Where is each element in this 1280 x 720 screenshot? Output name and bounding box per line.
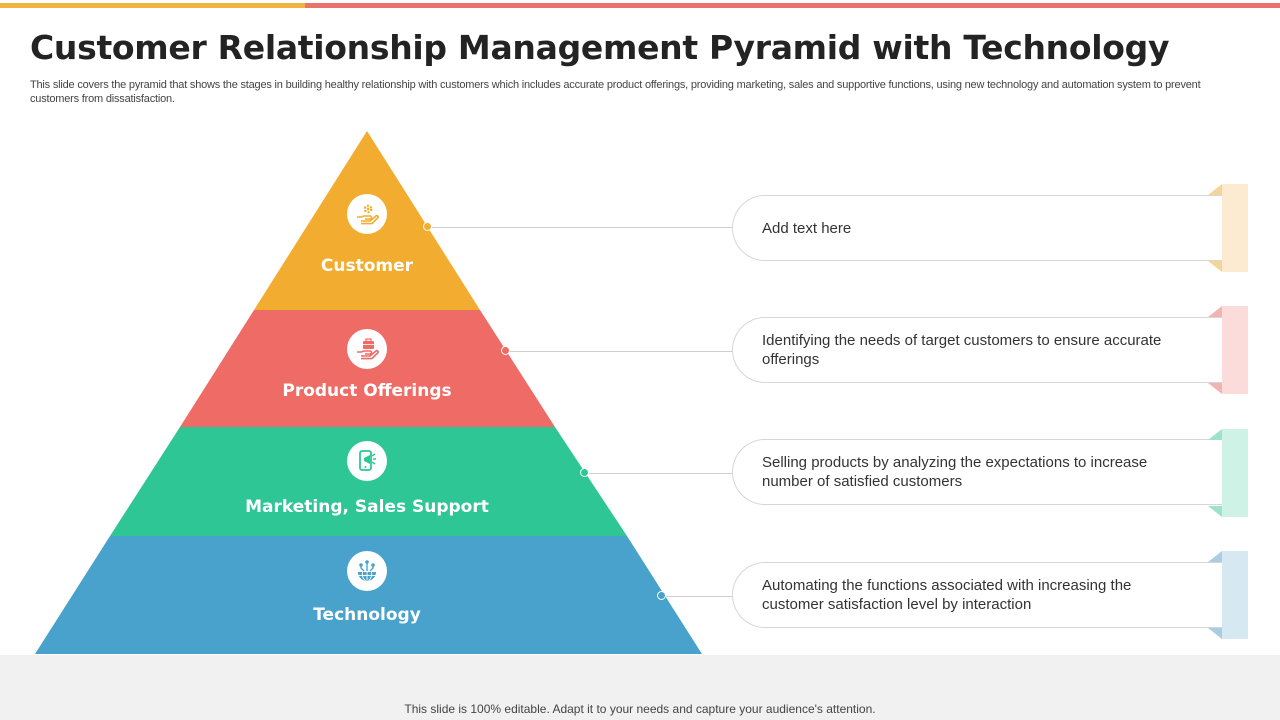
connector-line-technology (666, 596, 732, 597)
top-accent-bar-orange (0, 3, 305, 8)
icon-badge-customer (347, 194, 387, 234)
description-text-product-offerings[interactable]: Identifying the needs of target customer… (762, 332, 1162, 368)
description-text-marketing-sales-support[interactable]: Selling products by analyzing the expect… (762, 454, 1148, 490)
pyramid-layer-technology[interactable] (35, 536, 702, 654)
description-text-technology[interactable]: Automating the functions associated with… (762, 577, 1132, 613)
layer-label-technology: Technology (313, 605, 421, 625)
color-tab-technology (1208, 551, 1248, 639)
footer-band (0, 655, 1280, 720)
connector-line-marketing-sales-support (589, 473, 732, 474)
icon-badge-technology (347, 551, 387, 591)
color-tab-customer (1208, 184, 1248, 272)
color-tab-product-offerings (1208, 306, 1248, 394)
layer-label-customer: Customer (320, 256, 414, 276)
connector-line-product-offerings (510, 351, 732, 352)
slide-title: Customer Relationship Management Pyramid… (30, 28, 1170, 67)
connector-dot-product-offerings (501, 346, 510, 355)
connector-line-customer (432, 227, 732, 228)
hand-briefcase-icon (357, 338, 379, 360)
description-box-technology[interactable]: Automating the functions associated with… (732, 562, 1224, 628)
pyramid-layer-marketing-sales-support[interactable] (110, 427, 627, 536)
top-accent-bar-red (305, 3, 1280, 8)
slide-subtitle: This slide covers the pyramid that shows… (30, 79, 1201, 105)
description-box-marketing-sales-support[interactable]: Selling products by analyzing the expect… (732, 439, 1224, 505)
connector-dot-customer (423, 222, 432, 231)
description-box-customer[interactable]: Add text here (732, 195, 1224, 261)
mobile-megaphone-icon (359, 450, 376, 471)
connector-dot-marketing-sales-support (580, 468, 589, 477)
footer-note: This slide is 100% editable. Adapt it to… (404, 702, 876, 716)
layer-label-marketing-sales-support: Marketing, Sales Support (245, 497, 489, 517)
icon-badge-product-offerings (347, 329, 387, 369)
description-text-customer[interactable]: Add text here (762, 219, 852, 237)
connector-dot-technology (657, 591, 666, 600)
icon-badge-marketing-sales-support (347, 441, 387, 481)
hand-gear-icon (357, 204, 379, 225)
description-box-product-offerings[interactable]: Identifying the needs of target customer… (732, 317, 1224, 383)
color-tab-marketing-sales-support (1208, 429, 1248, 517)
layer-label-product-offerings: Product Offerings (282, 381, 452, 401)
globe-network-icon (358, 560, 376, 582)
